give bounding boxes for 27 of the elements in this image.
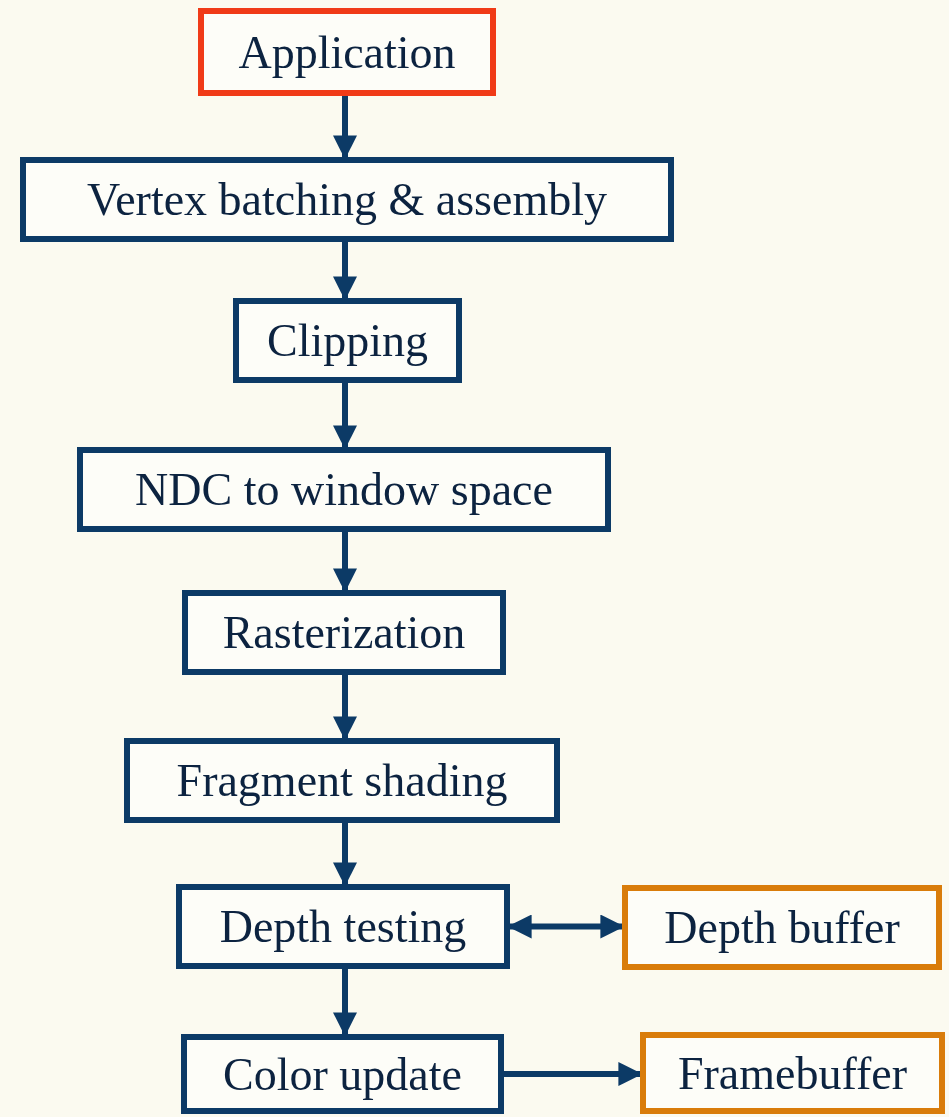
node-label: Vertex batching & assembly (87, 173, 607, 226)
process-box (176, 884, 510, 969)
arrow (333, 823, 357, 887)
process-box (198, 8, 496, 96)
arrow (333, 532, 357, 593)
node-label: Framebuffer (677, 1046, 908, 1100)
node-label: NDC to window space (135, 463, 553, 516)
process-box (77, 447, 611, 532)
process-box (622, 885, 942, 970)
process-box (182, 590, 506, 675)
node-label: Depth buffer (664, 901, 900, 954)
arrow (333, 675, 357, 741)
node-label: Color update (223, 1047, 462, 1101)
process-box (20, 157, 674, 242)
arrow (333, 383, 357, 450)
node-label: Fragment shading (176, 754, 508, 807)
arrow (333, 969, 357, 1037)
process-box (124, 738, 560, 823)
arrow (333, 242, 357, 301)
arrow (333, 96, 357, 160)
node-label: Rasterization (222, 606, 466, 659)
node-label: Depth testing (219, 900, 467, 953)
node-label: Application (238, 25, 456, 79)
process-box (640, 1032, 945, 1114)
process-box (181, 1034, 504, 1114)
node-label: Clipping (267, 314, 428, 367)
process-box (233, 298, 462, 383)
